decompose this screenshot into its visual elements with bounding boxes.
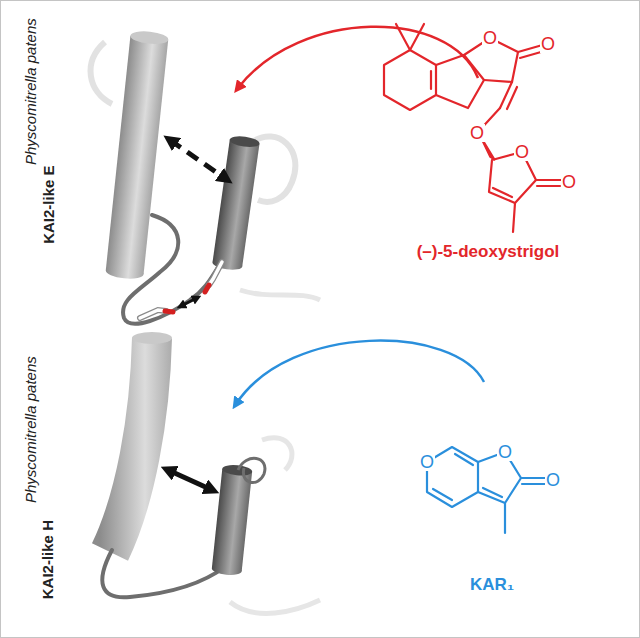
protein-h-cartoon <box>102 332 320 613</box>
compound-name: KAR₁ <box>470 575 514 595</box>
protein-name: KAI2-like H <box>39 520 56 599</box>
atom-label: O <box>469 124 485 142</box>
atom-label: O <box>561 173 577 191</box>
deoxystrigol-structure <box>384 24 566 232</box>
species-name: Physcomitrella patens <box>21 19 38 166</box>
atom-label: O <box>419 453 435 471</box>
atom-label: O <box>514 143 530 161</box>
atom-label: O <box>482 29 498 47</box>
atom-label: O <box>497 443 513 461</box>
species-name: Physcomitrella patens <box>21 357 38 504</box>
kar1-structure <box>427 447 551 533</box>
atom-label: O <box>545 471 561 489</box>
compound-name: (–)-5-deoxystrigol <box>417 242 560 262</box>
protein-name: KAI2-like E <box>39 166 56 244</box>
protein-e-cartoon <box>91 30 320 324</box>
binding-arrow <box>238 27 478 88</box>
binding-arrow <box>236 341 484 404</box>
atom-label: O <box>540 35 556 53</box>
